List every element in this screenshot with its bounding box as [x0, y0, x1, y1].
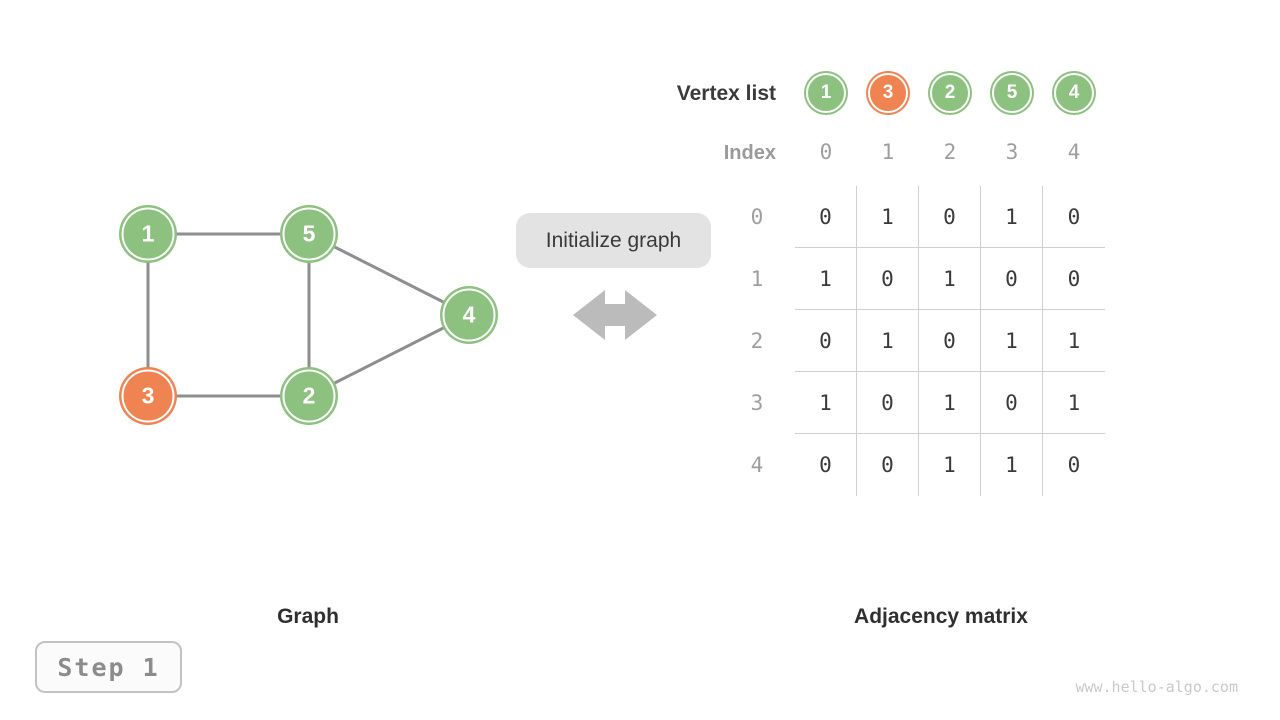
matrix-cell-2-1: 1: [857, 310, 919, 372]
matrix-cell-0-2: 0: [919, 186, 981, 248]
matrix-cell-0-0: 0: [795, 186, 857, 248]
graph-node-1: 1: [121, 207, 175, 261]
graph-edge: [308, 232, 470, 317]
watermark-text: www.hello-algo.com: [1075, 678, 1238, 696]
matrix-cell-3-0: 1: [795, 372, 857, 434]
matrix-cell-4-1: 0: [857, 434, 919, 496]
step-badge: Step 1: [35, 641, 182, 693]
matrix-cell-2-3: 1: [981, 310, 1043, 372]
matrix-caption: Adjacency matrix: [854, 605, 1028, 628]
matrix-cell-2-0: 0: [795, 310, 857, 372]
matrix-cell-0-1: 1: [857, 186, 919, 248]
row-label-0: 0: [750, 205, 764, 229]
index-label: Index: [723, 142, 776, 164]
graph-node-5: 5: [282, 207, 336, 261]
matrix-cell-4-0: 0: [795, 434, 857, 496]
graph-node-3: 3: [121, 369, 175, 423]
vertex-chip-5: 5: [992, 73, 1032, 113]
matrix-cell-3-4: 1: [1043, 372, 1105, 434]
matrix-cell-1-2: 1: [919, 248, 981, 310]
row-label-1: 1: [750, 267, 764, 291]
matrix-cell-0-4: 0: [1043, 186, 1105, 248]
vertex-list-label: Vertex list: [676, 82, 776, 105]
matrix-cell-3-2: 1: [919, 372, 981, 434]
matrix-cell-2-2: 0: [919, 310, 981, 372]
vertex-chip-2: 2: [930, 73, 970, 113]
index-cell-4: 4: [1067, 140, 1081, 164]
matrix-cell-1-3: 0: [981, 248, 1043, 310]
index-cell-3: 3: [1005, 140, 1019, 164]
matrix-cell-3-3: 0: [981, 372, 1043, 434]
vertex-chip-1: 1: [806, 73, 846, 113]
transform-label: Initialize graph: [545, 228, 682, 252]
graph-node-4: 4: [442, 288, 496, 342]
graph-edge: [308, 313, 470, 398]
row-label-3: 3: [750, 391, 764, 415]
matrix-cell-2-4: 1: [1043, 310, 1105, 372]
matrix-cell-4-3: 1: [981, 434, 1043, 496]
row-label-4: 4: [750, 453, 764, 477]
graph-edges: [146, 232, 470, 398]
matrix-cell-3-1: 0: [857, 372, 919, 434]
matrix-cell-1-4: 0: [1043, 248, 1105, 310]
matrix-cell-1-0: 1: [795, 248, 857, 310]
row-label-2: 2: [750, 329, 764, 353]
matrix-cell-4-4: 0: [1067, 453, 1081, 477]
index-cell-0: 0: [819, 140, 833, 164]
index-cell-1: 1: [881, 140, 895, 164]
double-horizontal-arrow-icon: [573, 290, 657, 340]
step-badge-label: Step 1: [57, 652, 160, 682]
vertex-chip-4: 4: [1054, 73, 1094, 113]
transform-label-pill: Initialize graph: [516, 213, 711, 268]
graph-node-2: 2: [282, 369, 336, 423]
matrix-cell-0-3: 1: [981, 186, 1043, 248]
graph-caption: Graph: [277, 605, 339, 628]
vertex-chip-3: 3: [868, 73, 908, 113]
matrix-cell-1-1: 0: [857, 248, 919, 310]
index-cell-2: 2: [943, 140, 957, 164]
matrix-cell-4-2: 1: [919, 434, 981, 496]
